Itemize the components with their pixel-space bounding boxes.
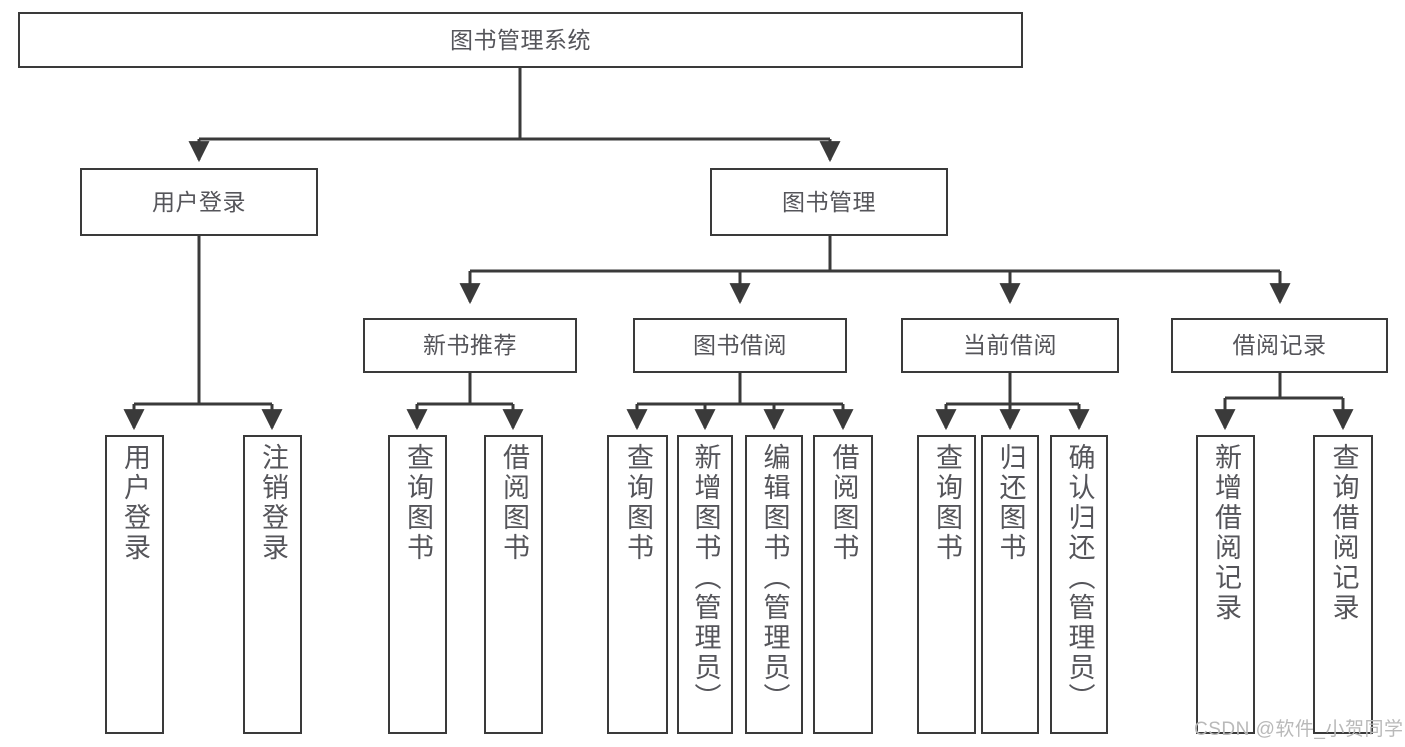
node-borrow-record-label: 借阅记录 xyxy=(1232,332,1327,359)
leaf-new-book-borrow[interactable]: 借阅图书 xyxy=(484,435,543,734)
leaf-current-borrow-return[interactable]: 归还图书 xyxy=(981,435,1039,734)
leaf-current-borrow-confirm-label: 确认归还（管理员） xyxy=(1064,443,1095,713)
node-book-borrow[interactable]: 图书借阅 xyxy=(633,318,847,373)
node-borrow-record[interactable]: 借阅记录 xyxy=(1171,318,1388,373)
leaf-book-borrow-borrow-label: 借阅图书 xyxy=(828,443,859,563)
node-root-label: 图书管理系统 xyxy=(450,26,591,53)
node-new-book-recommend[interactable]: 新书推荐 xyxy=(363,318,577,373)
leaf-book-borrow-query[interactable]: 查询图书 xyxy=(607,435,668,734)
node-current-borrow-label: 当前借阅 xyxy=(963,332,1057,359)
leaf-current-borrow-query[interactable]: 查询图书 xyxy=(917,435,976,734)
leaf-book-borrow-borrow[interactable]: 借阅图书 xyxy=(813,435,873,734)
leaf-current-borrow-query-label: 查询图书 xyxy=(932,443,962,563)
node-user-login-label: 用户登录 xyxy=(152,188,246,215)
leaf-borrow-record-query[interactable]: 查询借阅记录 xyxy=(1313,435,1373,734)
leaf-current-borrow-confirm[interactable]: 确认归还（管理员） xyxy=(1050,435,1108,734)
node-book-borrow-label: 图书借阅 xyxy=(693,332,787,359)
leaf-book-borrow-add[interactable]: 新增图书（管理员） xyxy=(677,435,733,734)
node-user-login[interactable]: 用户登录 xyxy=(80,168,318,236)
node-current-borrow[interactable]: 当前借阅 xyxy=(901,318,1119,373)
leaf-borrow-record-add-label: 新增借阅记录 xyxy=(1211,443,1241,623)
csdn-watermark: CSDN @软件_小贺同学 xyxy=(1194,719,1404,740)
leaf-book-borrow-edit[interactable]: 编辑图书（管理员） xyxy=(745,435,803,734)
node-new-book-recommend-label: 新书推荐 xyxy=(423,332,517,359)
leaf-borrow-record-query-label: 查询借阅记录 xyxy=(1328,443,1359,623)
leaf-current-borrow-return-label: 归还图书 xyxy=(995,443,1026,563)
leaf-new-book-query-label: 查询图书 xyxy=(403,443,433,563)
node-book-management[interactable]: 图书管理 xyxy=(710,168,948,236)
leaf-new-book-borrow-label: 借阅图书 xyxy=(499,443,529,563)
leaf-book-borrow-query-label: 查询图书 xyxy=(623,443,653,563)
leaf-book-borrow-add-label: 新增图书（管理员） xyxy=(690,443,721,713)
leaf-book-borrow-edit-label: 编辑图书（管理员） xyxy=(759,443,790,713)
leaf-user-login-logout[interactable]: 注销登录 xyxy=(243,435,302,734)
leaf-borrow-record-add[interactable]: 新增借阅记录 xyxy=(1196,435,1255,734)
node-root[interactable]: 图书管理系统 xyxy=(18,12,1023,68)
leaf-new-book-query[interactable]: 查询图书 xyxy=(388,435,447,734)
leaf-user-login-logout-label: 注销登录 xyxy=(258,443,288,563)
node-book-management-label: 图书管理 xyxy=(782,188,876,215)
leaf-user-login-login-label: 用户登录 xyxy=(120,443,150,563)
leaf-user-login-login[interactable]: 用户登录 xyxy=(105,435,164,734)
